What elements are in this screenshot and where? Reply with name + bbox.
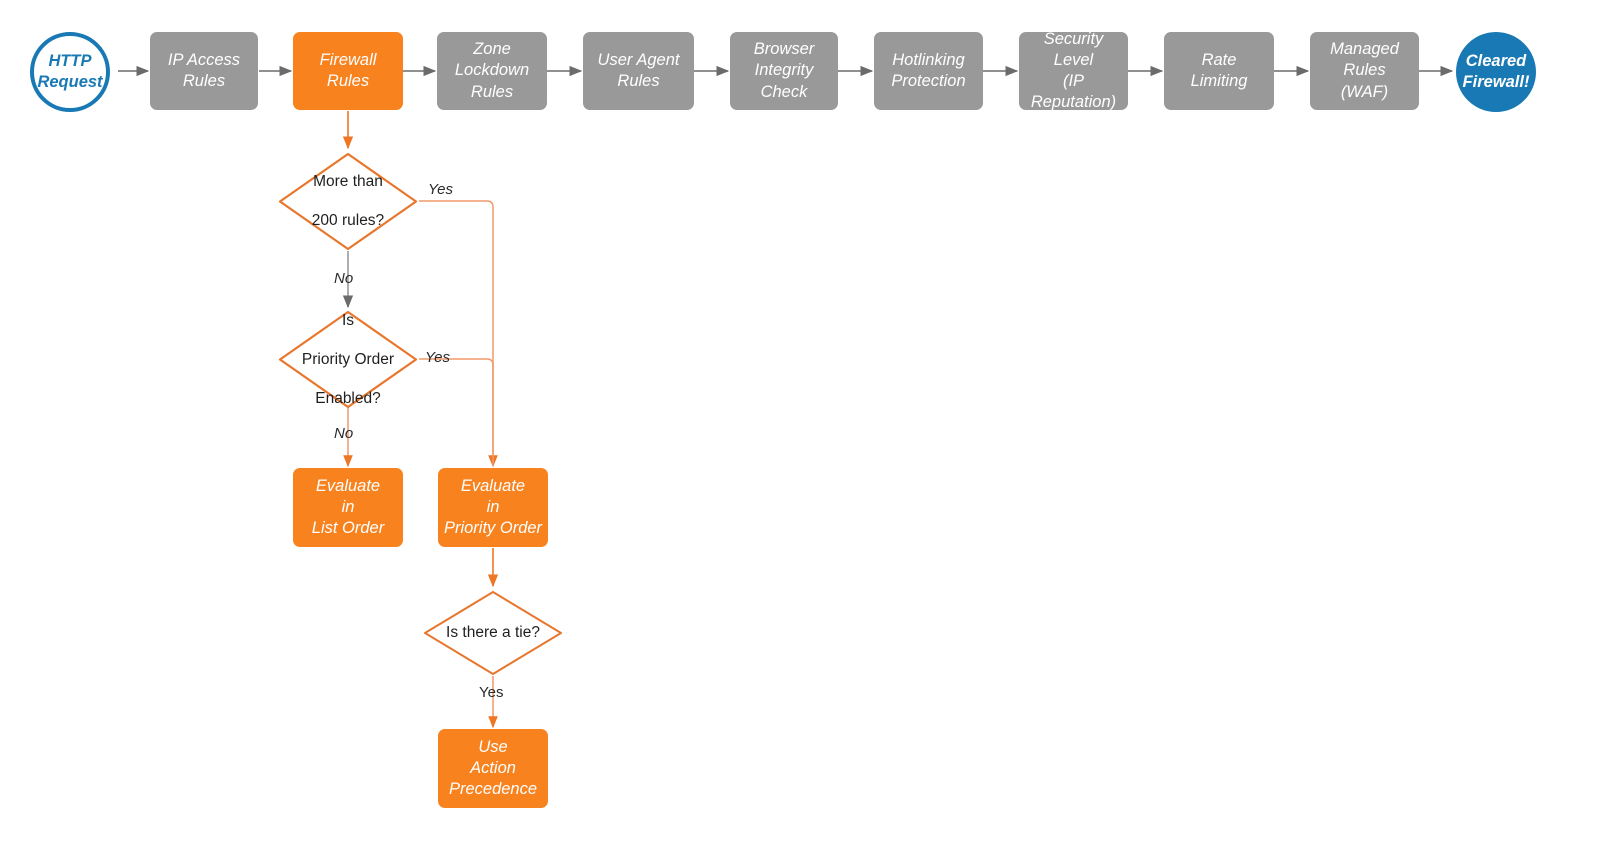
edge-d1-yes-to-priority-order	[419, 200, 498, 468]
diamond-shape	[424, 591, 562, 675]
outcome-use-action-precedence[interactable]: Use Action Precedence	[438, 729, 548, 808]
edge-d2-yes-to-priority-order	[419, 358, 494, 466]
diamond-shape	[278, 310, 418, 409]
step-hotlinking-protection[interactable]: Hotlinking Protection	[874, 32, 983, 110]
step-label: Managed Rules (WAF)	[1330, 40, 1399, 101]
step-label: IP Access Rules	[167, 50, 241, 90]
decision-label: More than 200 rules?	[311, 173, 385, 230]
end-node-cleared-firewall[interactable]: Cleared Firewall!	[1456, 32, 1536, 112]
step-zone-lockdown-rules[interactable]: Zone Lockdown Rules	[437, 32, 547, 110]
step-ip-access-rules[interactable]: IP Access Rules	[150, 32, 258, 110]
diamond-shape	[278, 152, 418, 251]
step-label: Firewall Rules	[319, 50, 377, 90]
step-managed-rules-waf[interactable]: Managed Rules (WAF)	[1310, 32, 1419, 110]
step-label: Security Level (IP Reputation)	[1030, 29, 1117, 112]
step-user-agent-rules[interactable]: User Agent Rules	[583, 32, 694, 110]
end-node-label: Cleared Firewall!	[1462, 51, 1530, 91]
edge-label-d2-yes: Yes	[425, 349, 451, 366]
outcome-evaluate-in-priority-order[interactable]: Evaluate in Priority Order	[438, 468, 548, 547]
decision-more-than-200-rules[interactable]: More than 200 rules?	[278, 152, 418, 251]
outcome-label: Use Action Precedence	[448, 737, 538, 799]
start-node-label: HTTP Request	[37, 51, 103, 91]
edge-label-d1-yes: Yes	[428, 181, 454, 198]
outcome-label: Evaluate in Priority Order	[443, 476, 543, 538]
step-label: Zone Lockdown Rules	[454, 40, 530, 101]
step-security-level[interactable]: Security Level (IP Reputation)	[1019, 29, 1128, 112]
decision-is-there-a-tie[interactable]: Is there a tie?	[423, 590, 563, 676]
decision-label: Is Priority Order Enabled?	[301, 312, 395, 407]
edge-label-d3-yes: Yes	[479, 684, 504, 701]
start-node-http-request[interactable]: HTTP Request	[30, 32, 110, 112]
step-label: Rate Limiting	[1190, 50, 1248, 90]
outcome-evaluate-in-list-order[interactable]: Evaluate in List Order	[293, 468, 403, 547]
step-firewall-rules[interactable]: Firewall Rules	[293, 32, 403, 110]
step-label: Hotlinking Protection	[891, 50, 966, 90]
outcome-label: Evaluate in List Order	[311, 476, 385, 538]
step-rate-limiting[interactable]: Rate Limiting	[1164, 32, 1274, 110]
decision-label: Is there a tie?	[446, 624, 540, 642]
edge-label-d2-no: No	[334, 425, 354, 442]
step-label: Browser Integrity Check	[753, 40, 815, 101]
step-browser-integrity-check[interactable]: Browser Integrity Check	[730, 32, 838, 110]
decision-is-priority-order-enabled[interactable]: Is Priority Order Enabled?	[278, 310, 418, 409]
edge-label-d1-no: No	[334, 270, 354, 287]
step-label: User Agent Rules	[597, 50, 680, 90]
